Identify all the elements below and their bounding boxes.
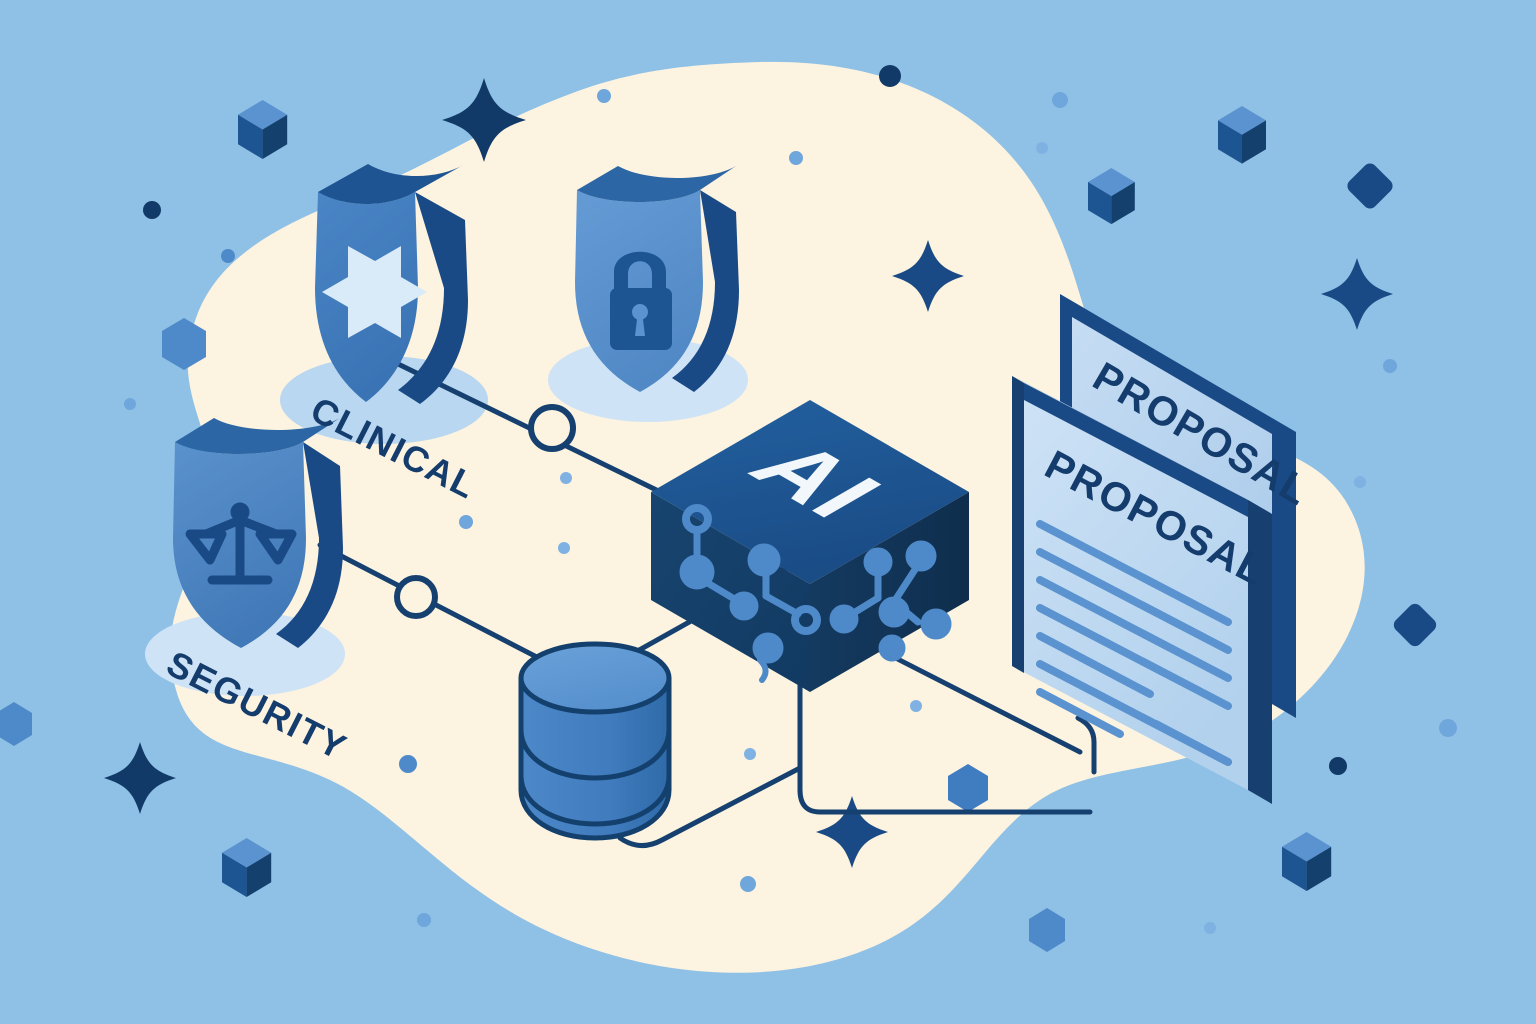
- doc-back-right-edge: [1272, 418, 1296, 718]
- doc-front-top-band: [1024, 383, 1248, 517]
- shield-privacy[interactable]: [575, 166, 739, 392]
- medical-cross-icon: [322, 246, 427, 338]
- doc-text-line: [1036, 604, 1232, 710]
- decor-dot: [560, 472, 572, 484]
- decor-dot: [143, 201, 161, 219]
- document-proposal-front[interactable]: PROPOSAL: [1012, 376, 1274, 804]
- decor-sparkle: [892, 240, 964, 312]
- database-cylinder[interactable]: [518, 641, 672, 841]
- doc-front-text-lines: [1036, 520, 1232, 766]
- decor-dot: [399, 755, 417, 773]
- decor-dot: [417, 913, 431, 927]
- decor-dot: [789, 151, 803, 165]
- shield-clinical-side: [398, 192, 468, 404]
- db-divider: [518, 729, 672, 781]
- ai-cube[interactable]: AI: [651, 400, 969, 692]
- decor-diamond: [1393, 603, 1437, 647]
- shield-security-side: [276, 442, 343, 648]
- decor-dot: [1439, 719, 1457, 737]
- decor-sparkle: [1321, 258, 1393, 330]
- doc-front-right-edge: [1248, 500, 1272, 804]
- connector-ai-right-to-docs: [873, 645, 1083, 755]
- db-body: [518, 675, 672, 841]
- shield-privacy-bevel: [577, 166, 736, 202]
- doc-text-line: [1036, 576, 1232, 682]
- decor-dot: [1383, 359, 1397, 373]
- decor-hexagon: [0, 702, 32, 746]
- decor-dot: [1204, 922, 1216, 934]
- doc-text-line: [1036, 688, 1124, 738]
- db-divider: [518, 775, 672, 827]
- connector-doc-bracket: [1075, 715, 1097, 775]
- decor-sparkle: [104, 742, 176, 814]
- doc-text-line: [1036, 548, 1232, 654]
- decor-dot: [1036, 142, 1048, 154]
- decor-sparkle: [816, 796, 888, 868]
- shield-security[interactable]: [173, 418, 343, 648]
- decor-sparkle: [442, 78, 526, 162]
- decor-dot: [744, 748, 756, 760]
- decor-diamond: [1347, 163, 1393, 209]
- decor-dot: [124, 398, 136, 410]
- decor-hexagon: [948, 764, 988, 812]
- decor-dot: [558, 542, 570, 554]
- connector-db-loop: [617, 765, 803, 848]
- connector-node-security: [394, 575, 438, 619]
- decor-dot: [1329, 757, 1347, 775]
- decor-dot: [1052, 92, 1068, 108]
- decor-dot: [597, 89, 611, 103]
- decor-hexagon: [162, 318, 206, 370]
- doc-back-top-band: [1072, 301, 1272, 434]
- decor-cube: [222, 838, 272, 898]
- decor-dot: [1354, 476, 1366, 488]
- decor-dot: [740, 876, 756, 892]
- shield-security-bevel: [175, 418, 340, 454]
- shield-privacy-side: [672, 190, 739, 392]
- connector-ai-to-docs: [797, 657, 1093, 815]
- decor-dot: [459, 515, 473, 529]
- connector-node-clinical: [528, 404, 576, 452]
- decor-dot: [879, 65, 901, 87]
- padlock-icon: [610, 251, 672, 350]
- decor-dot: [910, 700, 922, 712]
- circuit-pattern-left: [679, 504, 821, 683]
- scales-of-justice-icon: [185, 502, 297, 585]
- decor-dot: [221, 249, 235, 263]
- decor-hexagon: [1029, 908, 1065, 952]
- doc-text-line: [1036, 632, 1154, 698]
- doc-text-line: [1036, 520, 1232, 626]
- doc-text-line: [1152, 720, 1232, 766]
- circuit-pattern-right: [829, 540, 952, 662]
- shield-clinical[interactable]: [315, 164, 468, 404]
- shield-clinical-bevel: [318, 164, 465, 204]
- ai-cube-right: [810, 492, 969, 692]
- decor-cube: [1282, 832, 1332, 892]
- db-top: [518, 641, 672, 715]
- doc-front-left-edge: [1012, 376, 1024, 673]
